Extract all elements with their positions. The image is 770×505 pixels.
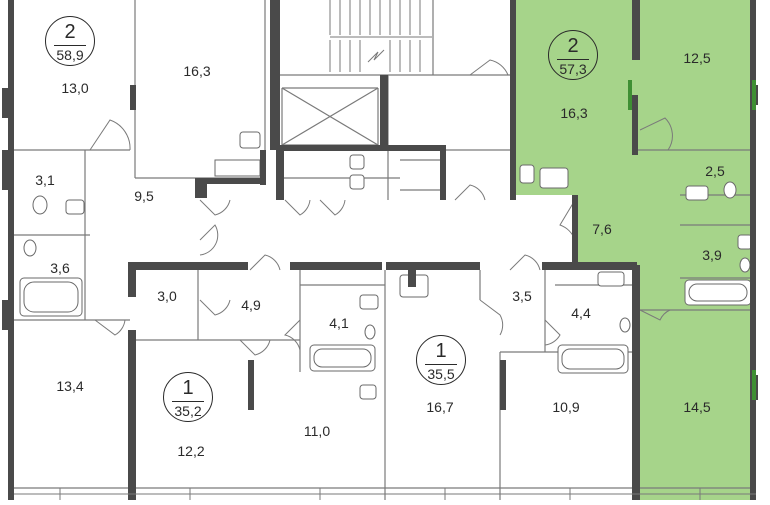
room-area-label: 12,2 bbox=[177, 443, 205, 459]
apartment-area: 35,2 bbox=[174, 403, 202, 419]
apartment-badge-highlighted: 2 57,3 bbox=[548, 30, 598, 80]
room-area-label: 3,6 bbox=[50, 260, 70, 276]
room-area-label: 10,9 bbox=[552, 399, 580, 415]
apartment-area: 35,5 bbox=[427, 366, 455, 382]
room-area-label: 13,0 bbox=[61, 80, 89, 96]
room-area-label: 4,1 bbox=[329, 315, 349, 331]
walls bbox=[2, 0, 758, 500]
room-area-label: 3,1 bbox=[35, 172, 55, 188]
room-area-label: 4,9 bbox=[241, 297, 261, 313]
room-area-label: 7,6 bbox=[592, 221, 612, 237]
apartment-rooms-count: 2 bbox=[567, 35, 579, 57]
badge-divider bbox=[172, 401, 204, 402]
apartment-area: 57,3 bbox=[559, 61, 587, 77]
bathroom-fixtures bbox=[19, 131, 753, 400]
room-area-label: 3,0 bbox=[157, 288, 177, 304]
apartment-badge: 1 35,5 bbox=[416, 335, 466, 385]
room-area-label: 12,5 bbox=[683, 50, 711, 66]
window-accents bbox=[628, 80, 756, 400]
room-area-label: 3,5 bbox=[512, 288, 532, 304]
room-area-label: 11,0 bbox=[303, 423, 331, 439]
apartment-area: 58,9 bbox=[56, 47, 84, 63]
apartment-rooms-count: 1 bbox=[182, 377, 194, 399]
window-strip bbox=[14, 488, 756, 500]
room-area-label: 9,5 bbox=[134, 188, 154, 204]
staircase bbox=[329, 0, 432, 72]
apartment-rooms-count: 2 bbox=[64, 21, 76, 43]
room-area-label: 16,3 bbox=[560, 105, 588, 121]
badge-divider bbox=[54, 45, 86, 46]
apartment-badge: 2 58,9 bbox=[45, 16, 95, 66]
room-area-label: 2,5 bbox=[705, 163, 725, 179]
badge-divider bbox=[425, 364, 457, 365]
badge-divider bbox=[557, 59, 589, 60]
room-area-label: 13,4 bbox=[56, 378, 84, 394]
room-area-label: 16,7 bbox=[426, 399, 454, 415]
room-area-label: 4,4 bbox=[571, 305, 591, 321]
room-area-label: 3,9 bbox=[702, 247, 722, 263]
apartment-rooms-count: 1 bbox=[435, 340, 447, 362]
apartment-badge: 1 35,2 bbox=[163, 372, 213, 422]
room-area-label: 16,3 bbox=[183, 63, 211, 79]
door-swings bbox=[89, 59, 673, 356]
room-area-label: 14,5 bbox=[683, 399, 711, 415]
